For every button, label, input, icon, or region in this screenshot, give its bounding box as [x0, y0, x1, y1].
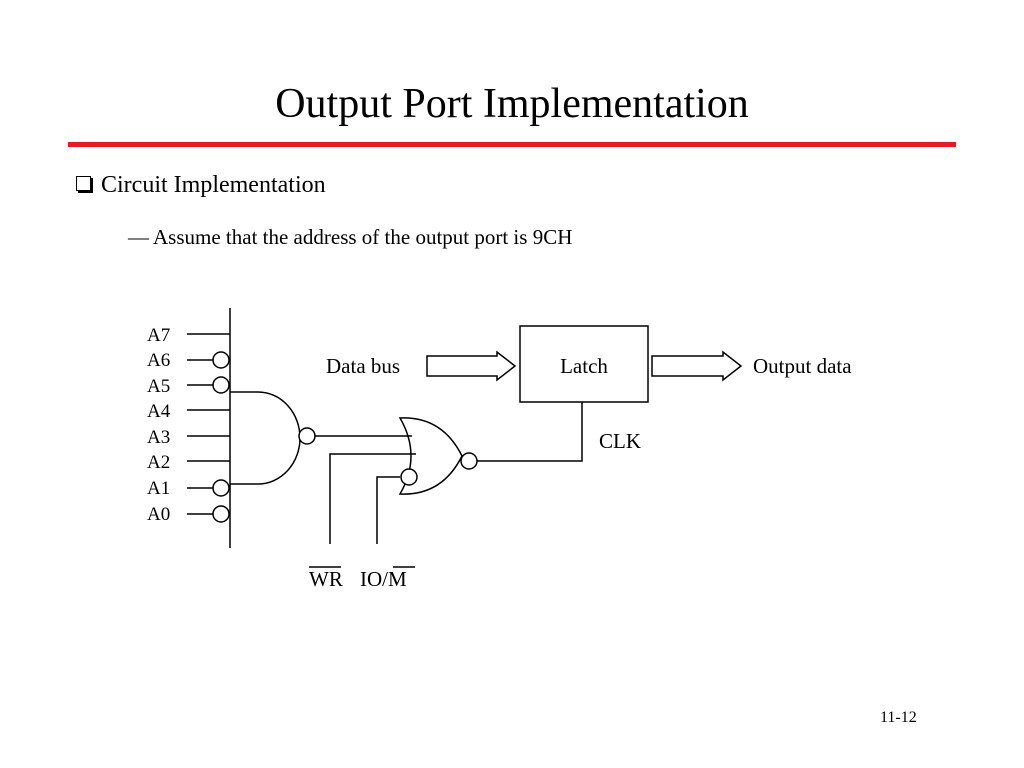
clk-wire [477, 402, 583, 462]
address-label-a7: A7 [147, 325, 170, 346]
address-label-a0: A0 [147, 504, 170, 525]
output-data-label: Output data [753, 354, 852, 378]
address-label-a5: A5 [147, 376, 170, 397]
latch-box [519, 325, 649, 403]
sub-bullet-text: Assume that the address of the output po… [153, 225, 573, 249]
page-number: 11-12 [880, 709, 917, 726]
io-m-label: IO/M [360, 567, 407, 591]
nor-output-bubble [460, 452, 478, 470]
data-bus-arrow [426, 350, 517, 382]
data-bus-label: Data bus [326, 354, 400, 378]
output-data-arrow [651, 350, 743, 382]
inverter-bubble-a5 [212, 376, 230, 394]
address-label-a6: A6 [147, 350, 170, 371]
nor-gate [398, 417, 463, 495]
address-label-a3: A3 [147, 427, 170, 448]
nand-gate [230, 391, 301, 485]
nand-output-bubble [298, 427, 316, 445]
checkbox-bullet-icon [76, 176, 91, 191]
inverter-bubble-a1 [212, 479, 230, 497]
address-label-a4: A4 [147, 401, 171, 422]
io-m-prefix: IO/ [360, 567, 388, 591]
address-label-a1: A1 [147, 478, 170, 499]
bullet-text: Circuit Implementation [101, 172, 326, 198]
inverter-bubble-a6 [212, 351, 230, 369]
slide-title: Output Port Implementation [275, 81, 749, 127]
io-m-inverter-bubble [400, 468, 418, 486]
inverter-bubble-a0 [212, 505, 230, 523]
latch-label: Latch [560, 354, 608, 378]
wr-label: WR [309, 567, 343, 591]
dash-bullet-icon: — [128, 225, 149, 249]
bullet-item: Circuit Implementation [76, 170, 326, 200]
io-m-suffix: M [388, 567, 407, 591]
address-label-a2: A2 [147, 452, 170, 473]
title-divider [68, 142, 956, 147]
clk-label: CLK [599, 429, 641, 453]
io-m-wire [376, 476, 400, 544]
wr-wire [329, 453, 416, 544]
sub-bullet-item: —Assume that the address of the output p… [128, 224, 572, 250]
